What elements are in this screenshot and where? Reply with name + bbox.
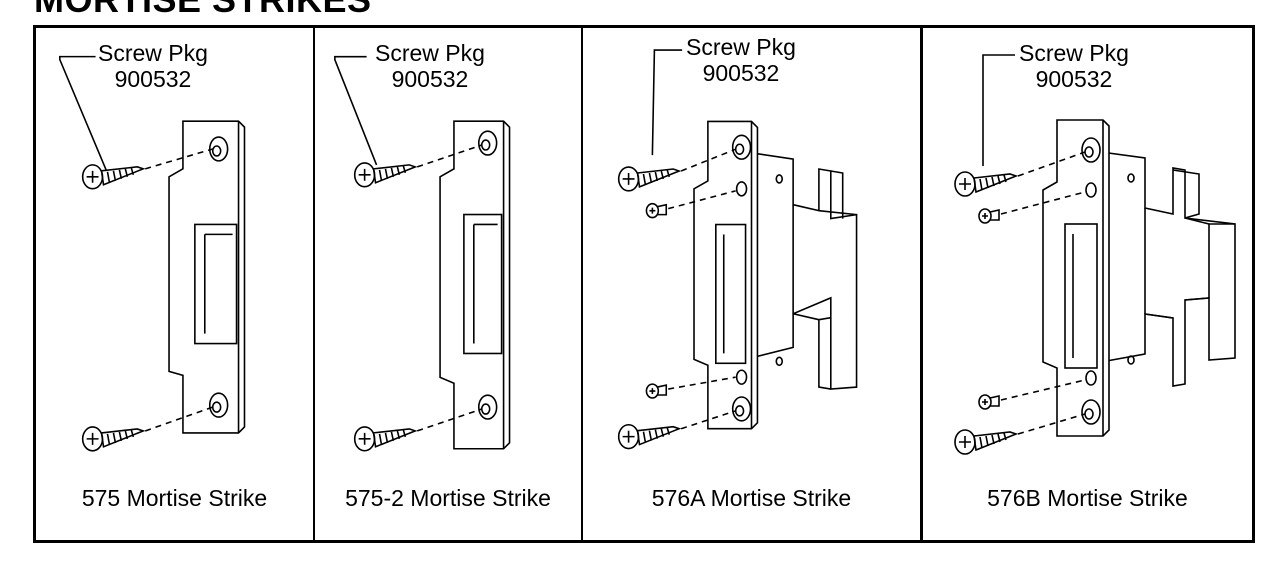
screw-top: [353, 162, 418, 188]
small-screw-bottom: [645, 383, 668, 399]
product-caption: 576B Mortise Strike: [987, 485, 1188, 511]
screw-package-label: Screw Pkg: [375, 40, 485, 66]
strike-box: [1100, 151, 1236, 387]
panel-575: Screw Pkg 900532 575 Mortise Strike: [36, 28, 315, 540]
callout-leader: [982, 54, 1015, 166]
product-caption: 575 Mortise Strike: [81, 485, 268, 511]
screw-top: [81, 164, 146, 190]
dash-line-top: [1017, 151, 1086, 177]
screw-package-number: 900532: [114, 66, 192, 92]
screw-bottom: [954, 429, 1019, 455]
callout-leader: [334, 55, 378, 166]
panel-576a: Screw Pkg 900532 576A Mortise Strike: [583, 28, 923, 540]
dash-line-small-bottom: [668, 376, 736, 390]
screw-top: [954, 171, 1019, 197]
strike-plate: [168, 120, 246, 434]
screw-package-callout: Screw Pkg 900532: [375, 40, 485, 92]
small-screw-top: [645, 202, 668, 219]
small-screw-top: [978, 208, 1000, 224]
panel-576b: Screw Pkg 900532 576B Mortise Strike: [923, 28, 1252, 540]
strike-576b-drawing: [954, 54, 1236, 455]
screw-package-callout: Screw Pkg 900532: [98, 40, 208, 92]
screw-bottom: [353, 426, 418, 452]
dash-line-top: [416, 144, 483, 168]
strike-575-2-drawing: [334, 55, 511, 452]
screw-package-label: Screw Pkg: [686, 34, 796, 60]
screw-package-callout: Screw Pkg 900532: [686, 34, 796, 86]
section-title: MORTISE STRIKES: [34, 0, 372, 20]
strike-576a-drawing: [617, 49, 858, 450]
dash-line-top: [680, 148, 736, 172]
screw-package-number: 900532: [1035, 66, 1113, 92]
screw-package-label: Screw Pkg: [98, 40, 208, 66]
screw-top: [617, 166, 682, 192]
dash-line-small-top: [1000, 191, 1086, 215]
callout-leader: [59, 55, 108, 172]
panel-575-2: Screw Pkg 900532 575-2 Mortise Strike: [315, 28, 583, 540]
dash-line-small-top: [668, 190, 736, 210]
strike-plate: [693, 120, 784, 430]
product-caption: 576A Mortise Strike: [651, 485, 852, 511]
screw-package-callout: Screw Pkg 900532: [1019, 40, 1129, 92]
dash-line-bottom: [1017, 413, 1086, 435]
strike-plate: [439, 120, 511, 450]
dash-line-bottom: [416, 408, 483, 432]
product-caption: 575-2 Mortise Strike: [345, 485, 551, 511]
callout-leader: [651, 49, 683, 156]
dash-line-bottom: [144, 406, 213, 432]
strike-plate: [1042, 119, 1135, 437]
strike-box: [753, 152, 858, 390]
screw-package-number: 900532: [702, 60, 780, 86]
small-screw-bottom: [978, 394, 1000, 410]
strikes-frame: Screw Pkg 900532 575 Mortise Strike: [33, 25, 1255, 543]
dash-line-small-bottom: [1000, 379, 1086, 401]
screw-package-label: Screw Pkg: [1019, 40, 1129, 66]
dash-line-top: [144, 148, 213, 170]
screw-bottom: [81, 426, 146, 452]
strike-575-drawing: [59, 55, 246, 452]
screw-package-number: 900532: [391, 66, 469, 92]
dash-line-bottom: [680, 410, 736, 430]
screw-bottom: [617, 423, 682, 450]
